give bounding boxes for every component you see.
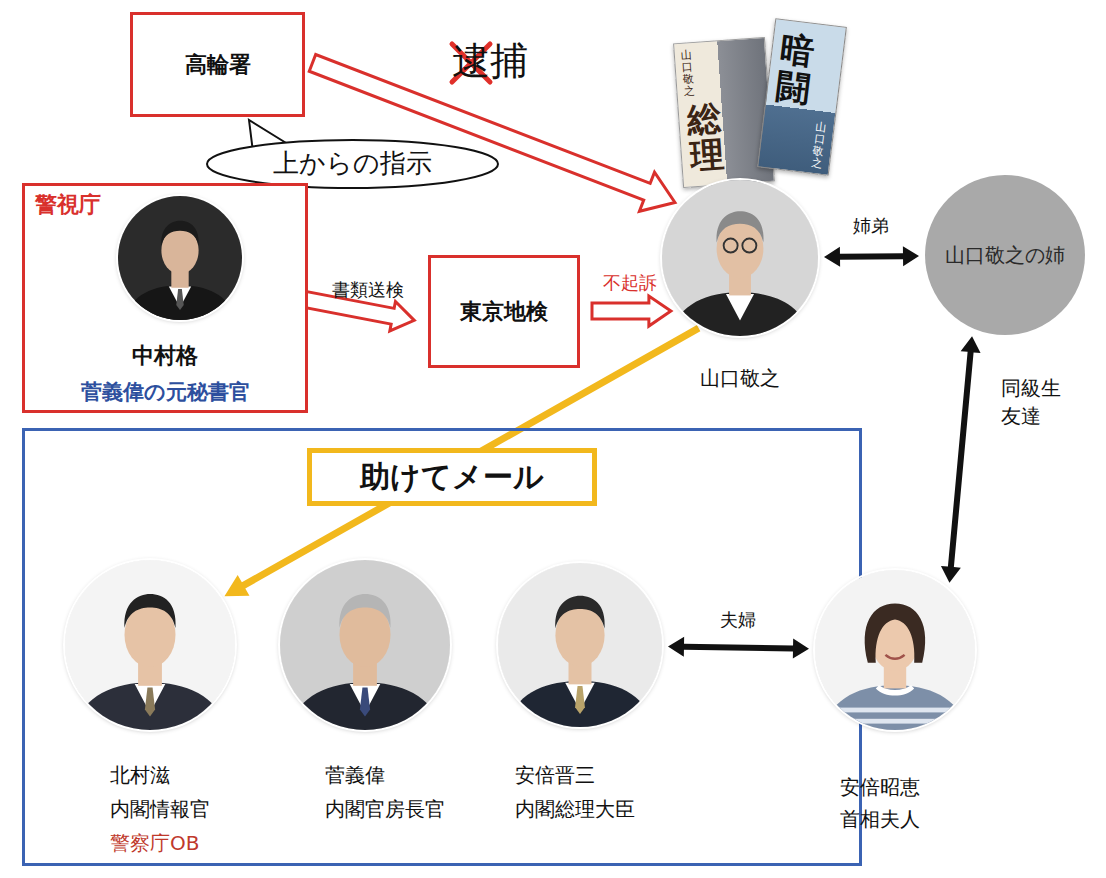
prosecutor-box: 東京地検	[428, 255, 580, 368]
portrait-circle	[65, 560, 235, 730]
edge-label: 夫婦	[720, 609, 756, 631]
portrait-glasses	[724, 239, 738, 253]
portrait-hair	[339, 594, 390, 628]
label-box: 助けてメール	[307, 448, 597, 506]
edge-label: 逮捕	[452, 39, 528, 85]
portrait-hair	[555, 596, 604, 629]
cover-text: 山口敬之	[810, 121, 827, 170]
cover-text: 暗闘	[774, 30, 817, 108]
double-arrow	[668, 637, 809, 659]
portrait-body	[505, 681, 656, 727]
node-text: 内閣情報官	[110, 797, 210, 821]
portrait-circle	[280, 560, 450, 730]
cover-text: 山口敬之	[681, 49, 695, 98]
node-title: 上からの指示	[273, 148, 432, 179]
portrait-shirt	[726, 294, 754, 321]
agency-box: 警視庁中村格菅義偉の元秘書官	[22, 183, 308, 413]
person-circle: 菅義偉内閣官房長官	[280, 558, 470, 858]
node-title: 警視庁	[35, 192, 101, 218]
portrait-tie	[145, 688, 155, 717]
person-circle: 安倍昭恵首相夫人	[815, 570, 980, 850]
node-text: 中村格	[132, 343, 198, 369]
node-title: 山口敬之	[700, 366, 780, 390]
portrait-stripe	[828, 719, 962, 724]
person-circle: 山口敬之	[655, 180, 825, 395]
node-text: 菅義偉の元秘書官	[81, 380, 250, 405]
node-title: 北村滋	[110, 763, 170, 787]
node-title: 安倍昭恵	[840, 775, 920, 799]
edge-label: 同級生 友達	[1001, 374, 1063, 430]
portrait-body	[72, 682, 228, 730]
portrait-hair	[865, 604, 925, 663]
portrait-hair	[161, 221, 198, 246]
portrait-smile	[885, 655, 904, 659]
portrait-body	[123, 285, 237, 320]
portrait-circle	[498, 563, 662, 727]
node-title: 高輪署	[185, 51, 251, 77]
node-title: 東京地検	[460, 298, 548, 324]
portrait-stripe	[831, 708, 959, 713]
node-text: 内閣官房長官	[325, 797, 445, 821]
portrait-circle	[662, 180, 818, 336]
edge-label: 姉弟	[853, 215, 889, 237]
portrait-hair	[716, 211, 763, 242]
portrait-tie	[360, 688, 370, 717]
node-title: 安倍晋三	[515, 763, 595, 787]
portrait-body	[668, 292, 812, 336]
station-box: 高輪署	[130, 12, 305, 117]
node-text: 内閣総理大臣	[515, 797, 635, 821]
node-title: 菅義偉	[325, 763, 385, 787]
person-circle: 安倍晋三内閣総理大臣	[495, 560, 675, 860]
hollow-arrow	[592, 296, 671, 326]
edge-label: 不起訴	[603, 272, 657, 294]
portrait	[815, 570, 975, 730]
node-title: 山口敬之の姉	[945, 243, 1065, 267]
portrait-tie	[176, 289, 183, 310]
portrait	[498, 563, 662, 727]
portrait-body	[287, 682, 443, 730]
portrait-glasses	[742, 239, 756, 253]
portrait	[280, 560, 450, 730]
portrait-circle	[118, 196, 242, 320]
node-text: 警察庁OB	[110, 831, 199, 855]
double-arrow	[941, 336, 981, 583]
portrait-body	[821, 685, 968, 730]
person-circle: 北村滋内閣情報官警察庁OB	[60, 558, 250, 858]
book-cover: 暗闘山口敬之	[757, 18, 847, 176]
double-arrow	[824, 246, 919, 267]
bubble-ellipse	[207, 140, 498, 188]
portrait	[118, 196, 242, 320]
portrait-hair	[124, 594, 175, 628]
portrait-circle	[815, 570, 975, 730]
cover-text: 総理	[686, 99, 725, 176]
portrait	[662, 180, 818, 336]
portrait	[65, 560, 235, 730]
portrait-tie	[575, 686, 585, 714]
person-circle: 山口敬之の姉	[925, 175, 1085, 335]
node-text: 首相夫人	[840, 807, 920, 831]
edge-label: 書類送検	[332, 279, 404, 301]
